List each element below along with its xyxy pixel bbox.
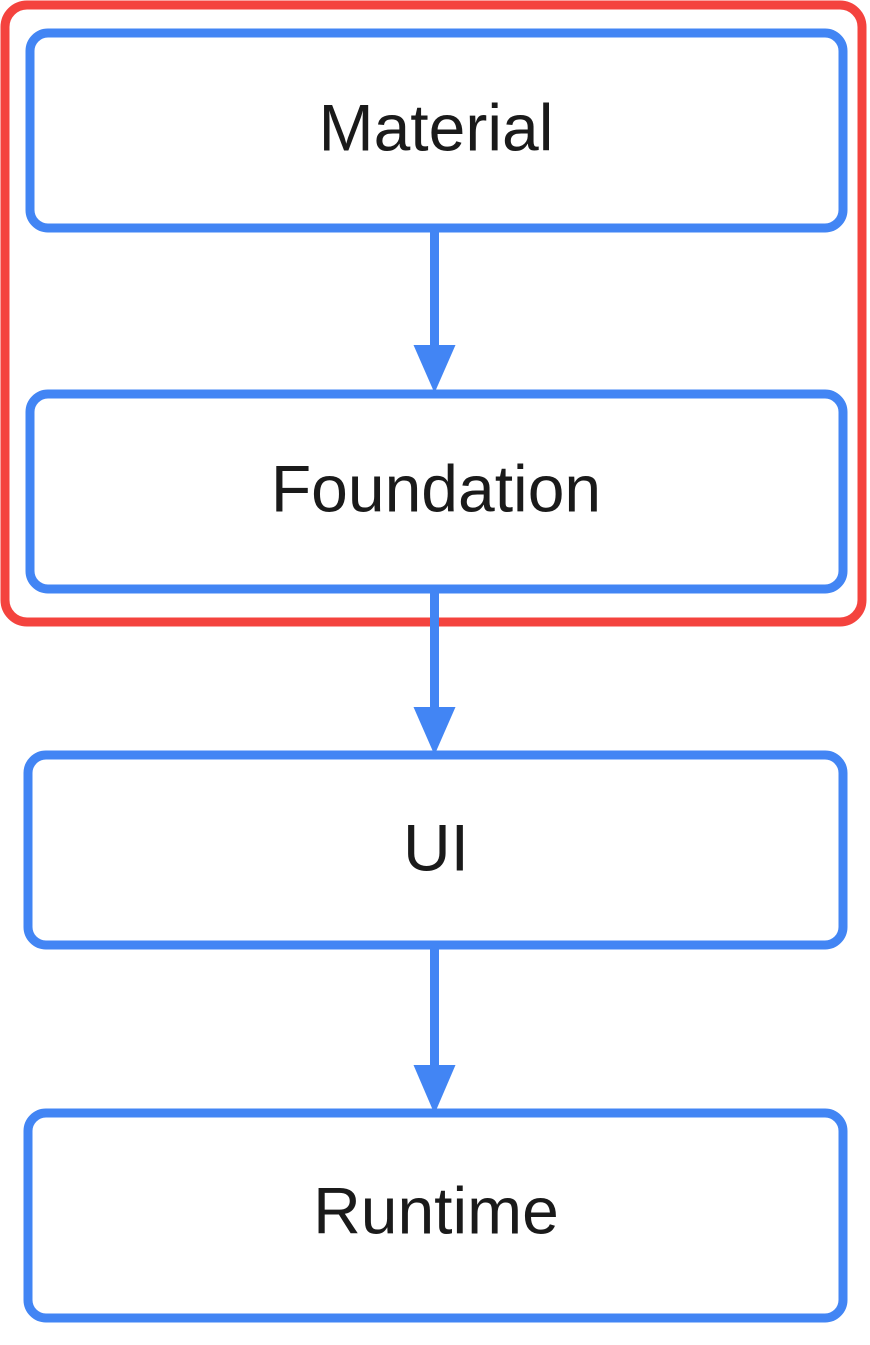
edge-ui-to-runtime	[413, 945, 456, 1114]
node-runtime-label: Runtime	[313, 1173, 559, 1247]
arrowhead-down-icon	[413, 345, 456, 393]
node-foundation-box[interactable]	[25, 389, 848, 594]
node-ui[interactable]: UI	[23, 750, 848, 950]
edge-material-to-foundation	[413, 228, 456, 393]
node-runtime[interactable]: Runtime	[23, 1108, 848, 1323]
node-material-box[interactable]	[25, 28, 848, 233]
arrowhead-down-icon	[413, 707, 456, 755]
node-foundation[interactable]: Foundation	[25, 389, 848, 594]
node-material-label: Material	[319, 90, 554, 164]
node-ui-box[interactable]	[23, 750, 848, 950]
node-runtime-box[interactable]	[23, 1108, 848, 1323]
node-foundation-label: Foundation	[271, 451, 601, 525]
node-ui-label: UI	[403, 810, 469, 884]
node-material[interactable]: Material	[25, 28, 848, 233]
edge-foundation-to-ui	[413, 589, 456, 755]
arrowhead-down-icon	[413, 1065, 456, 1114]
